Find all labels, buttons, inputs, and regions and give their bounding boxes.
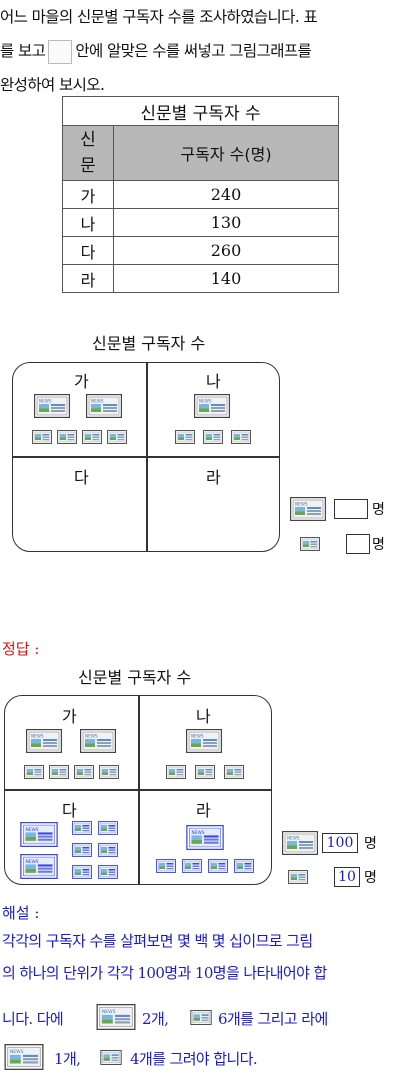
table-cell-name: 나 <box>62 208 114 237</box>
newspaper-small-icon <box>234 859 254 873</box>
answer-graph-title: 신문별 구독자 수 <box>78 668 192 687</box>
newspaper-big-icon <box>86 394 122 418</box>
legend-small-icon <box>300 537 320 551</box>
table-cell-name: 가 <box>62 180 114 209</box>
question-line2: 를 보고 안에 알맞은 수를 써넣고 그림그래프를 <box>0 34 400 68</box>
table-caption: 신문별 구독자 수 <box>62 96 339 126</box>
table-header-count: 구독자 수(명) <box>113 125 339 181</box>
newspaper-small-icon <box>203 430 223 444</box>
legend-small-unit: 명 <box>364 870 377 886</box>
explanation-line3-b: 2개, <box>142 1010 169 1028</box>
legend-small-input[interactable] <box>346 534 370 554</box>
newspaper-big-icon <box>20 854 58 879</box>
legend-big-unit: 명 <box>372 502 385 518</box>
cell-label-ra: 라 <box>196 801 211 820</box>
table-header-newspaper: 신문 <box>62 125 114 181</box>
question-line3: 완성하여 보시오. <box>0 76 105 94</box>
table-cell-value: 260 <box>113 236 339 265</box>
table-cell-name: 다 <box>62 236 114 265</box>
explanation-line2: 의 하나의 단위가 각각 100명과 10명을 나타내어야 합 <box>2 964 327 982</box>
legend-big-unit: 명 <box>364 836 377 852</box>
newspaper-small-icon <box>195 765 215 779</box>
newspaper-small-icon <box>72 865 92 879</box>
answer-box-sample <box>48 40 73 64</box>
newspaper-big-icon <box>186 729 222 753</box>
question-graph-title: 신문별 구독자 수 <box>92 334 206 353</box>
newspaper-small-icon <box>166 765 186 779</box>
explanation-label: 해설 : <box>2 904 40 922</box>
newspaper-small-icon <box>107 430 127 444</box>
table-cell-value: 240 <box>113 180 339 209</box>
explanation-line4-a: 1개, <box>54 1050 81 1068</box>
newspaper-small-icon <box>57 430 77 444</box>
newspaper-small-icon <box>99 765 119 779</box>
newspaper-big-icon <box>186 825 224 850</box>
legend-big-icon <box>282 831 318 855</box>
newspaper-small-icon <box>98 865 118 879</box>
question-text: 어느 마을의 신문별 구독자 수를 조사하였습니다. 표 를 보고 안에 알맞은 … <box>0 0 400 102</box>
legend-big-value: 100 <box>322 833 358 853</box>
newspaper-small-icon <box>224 765 244 779</box>
answer-label: 정답 : <box>2 640 40 658</box>
legend-big-icon <box>290 497 326 521</box>
question-line1: 어느 마을의 신문별 구독자 수를 조사하였습니다. 표 <box>0 8 318 26</box>
table-cell-value: 140 <box>113 264 339 293</box>
newspaper-small-icon <box>72 843 92 857</box>
table-cell-value: 130 <box>113 208 339 237</box>
newspaper-small-icon <box>98 821 118 835</box>
newspaper-small-icon <box>231 430 251 444</box>
explanation-line1: 각각의 구독자 수를 살펴보면 몇 백 몇 십이므로 그림 <box>2 932 313 950</box>
newspaper-big-icon <box>26 729 62 753</box>
cell-label-da: 다 <box>62 801 77 820</box>
cell-label-ga: 가 <box>62 707 77 726</box>
cell-label-ra: 라 <box>206 468 221 487</box>
newspaper-small-icon <box>156 859 176 873</box>
cell-label-na: 나 <box>206 372 221 391</box>
newspaper-small-icon <box>82 430 102 444</box>
cell-label-da: 다 <box>74 468 89 487</box>
explanation-line3-c: 6개를 그리고 라에 <box>218 1010 328 1028</box>
legend-small-value: 10 <box>334 867 360 887</box>
explanation-line3-a: 니다. 다에 <box>2 1010 64 1028</box>
newspaper-small-icon <box>175 430 195 444</box>
graph-divider <box>138 695 140 885</box>
legend-small-icon <box>288 870 308 884</box>
newspaper-big-icon <box>80 729 116 753</box>
cell-label-na: 나 <box>196 707 211 726</box>
newspaper-big-icon <box>194 394 230 418</box>
question-line2-b: 안에 알맞은 수를 써넣고 그림그래프를 <box>75 42 312 60</box>
newspaper-big-icon <box>4 1044 44 1070</box>
newspaper-small-icon <box>98 843 118 857</box>
newspaper-small-icon <box>49 765 69 779</box>
newspaper-small-icon <box>24 765 44 779</box>
newspaper-big-icon <box>96 1004 136 1030</box>
newspaper-small-icon <box>72 821 92 835</box>
question-line2-a: 를 보고 <box>0 42 46 60</box>
cell-label-ga: 가 <box>74 372 89 391</box>
newspaper-small-icon <box>208 859 228 873</box>
newspaper-small-icon <box>182 859 202 873</box>
graph-divider <box>146 362 148 552</box>
newspaper-small-icon <box>100 1050 122 1065</box>
table-cell-name: 라 <box>62 264 114 293</box>
legend-small-unit: 명 <box>372 537 385 553</box>
newspaper-small-icon <box>32 430 52 444</box>
newspaper-big-icon <box>34 394 70 418</box>
newspaper-big-icon <box>20 822 58 847</box>
newspaper-small-icon <box>190 1010 212 1025</box>
legend-big-input[interactable] <box>334 499 368 519</box>
newspaper-small-icon <box>74 765 94 779</box>
explanation-line4-b: 4개를 그려야 합니다. <box>130 1050 258 1068</box>
